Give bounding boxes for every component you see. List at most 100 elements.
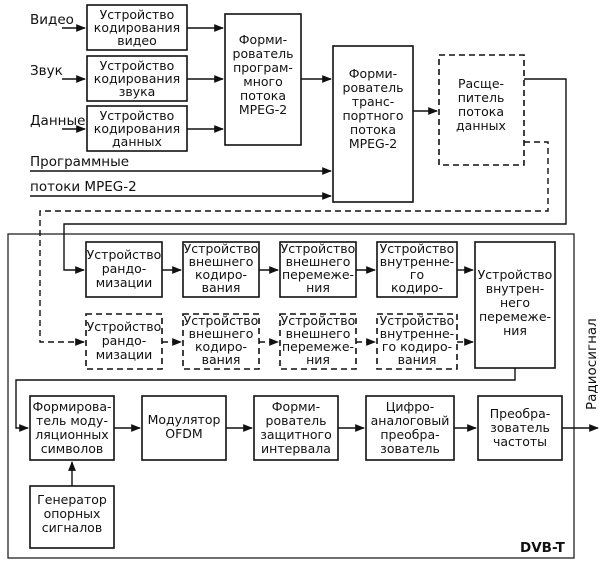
svg-text:внутренне-: внутренне- <box>380 326 454 341</box>
svg-text:вания: вания <box>398 352 437 367</box>
svg-text:аналоговый: аналоговый <box>371 413 450 428</box>
svg-text:рователь: рователь <box>233 46 294 61</box>
svg-text:звука: звука <box>119 84 156 99</box>
randomizer2-block: Устройство рандо- мизации <box>85 313 163 370</box>
svg-text:портного: портного <box>342 108 403 123</box>
svg-text:вания: вания <box>202 280 241 295</box>
svg-text:Преобра-: Преобра- <box>490 406 551 421</box>
svg-text:кодирования: кодирования <box>94 20 180 35</box>
outer-interleaver-block: Устройство внешнего перемеже- ния <box>279 241 357 298</box>
output-label-radiosignal: Радиосигнал <box>584 318 600 410</box>
input-label-video: Видео <box>30 12 74 28</box>
stream-splitter-block: Расще- питель потока данных <box>438 54 525 166</box>
svg-text:Формирова-: Формирова- <box>32 399 111 414</box>
svg-text:Устройство: Устройство <box>281 241 356 256</box>
randomizer-block: Устройство рандо- мизации <box>85 241 163 298</box>
svg-text:Форми-: Форми- <box>349 66 397 81</box>
svg-text:MPEG-2: MPEG-2 <box>349 136 397 151</box>
svg-text:данных: данных <box>112 134 162 149</box>
svg-text:мизации: мизации <box>96 347 153 362</box>
svg-text:перемеже-: перемеже- <box>479 309 551 324</box>
symbol-former-block: Формирова- тель моду- ляционных символов <box>29 395 115 461</box>
svg-text:Форми-: Форми- <box>272 399 320 414</box>
svg-text:Устройство: Устройство <box>100 108 175 123</box>
svg-text:зователь: зователь <box>380 441 440 456</box>
svg-text:рователь: рователь <box>266 413 327 428</box>
svg-text:защитного: защитного <box>260 427 332 442</box>
svg-text:кодиро-: кодиро- <box>391 280 443 295</box>
svg-text:питель: питель <box>458 90 505 105</box>
svg-text:Генератор: Генератор <box>37 492 107 507</box>
input-label-programs-2: потоки MPEG-2 <box>30 179 137 195</box>
svg-text:Устройство: Устройство <box>281 313 356 328</box>
svg-text:програм-: програм- <box>233 60 293 75</box>
svg-text:потока: потока <box>350 122 396 137</box>
svg-text:частоты: частоты <box>493 434 547 449</box>
svg-text:внешнего: внешнего <box>189 254 254 269</box>
line-interleaver-to-symbolformer <box>15 368 516 432</box>
inner-coder2-block: Устройство внутренне- го кодиро- вания <box>376 313 458 370</box>
line-splitter-to-randomizer2 <box>39 141 549 346</box>
svg-text:зователь: зователь <box>490 420 550 435</box>
svg-text:перемеже-: перемеже- <box>282 267 354 282</box>
video-coder-block: Устройство кодирования видео <box>86 4 188 51</box>
input-label-programs-1: Программные <box>30 154 129 170</box>
svg-text:рователь: рователь <box>343 80 404 95</box>
svg-text:Форми-: Форми- <box>239 32 287 47</box>
svg-text:внешнего: внешнего <box>286 254 351 269</box>
svg-text:Устройство: Устройство <box>100 7 175 22</box>
svg-text:Устройство: Устройство <box>87 247 162 262</box>
frequency-converter-block: Преобра- зователь частоты <box>477 395 563 461</box>
svg-text:внутрен-: внутрен- <box>486 281 545 296</box>
reference-generator-block: Генератор опорных сигналов <box>29 485 115 549</box>
svg-text:Устройство: Устройство <box>100 58 175 73</box>
input-label-sound: Звук <box>30 63 63 79</box>
outer-coder-block: Устройство внешнего кодиро- вания <box>182 241 260 298</box>
svg-text:Модулятор: Модулятор <box>148 412 221 427</box>
svg-text:Устройство: Устройство <box>184 313 259 328</box>
svg-text:ляционных: ляционных <box>35 427 108 442</box>
svg-text:внешнего: внешнего <box>286 326 351 341</box>
svg-text:потока: потока <box>240 88 286 103</box>
program-stream-former-block: Форми- рователь програм- много потока MP… <box>224 13 302 146</box>
svg-text:внутренне-: внутренне- <box>380 254 454 269</box>
sound-coder-block: Устройство кодирования звука <box>86 55 188 102</box>
svg-text:кодиро-: кодиро- <box>195 339 247 354</box>
svg-text:рандо-: рандо- <box>102 261 147 276</box>
svg-text:опорных: опорных <box>44 506 101 521</box>
dvbt-frame <box>7 233 575 559</box>
svg-text:Цифро-: Цифро- <box>386 399 435 414</box>
svg-text:Устройство: Устройство <box>478 267 553 282</box>
svg-text:тель моду-: тель моду- <box>36 413 108 428</box>
data-coder-block: Устройство кодирования данных <box>86 105 188 152</box>
svg-text:ния: ния <box>306 352 330 367</box>
svg-text:го кодиро-: го кодиро- <box>382 339 452 354</box>
svg-text:Устройство: Устройство <box>380 241 455 256</box>
svg-text:Устройство: Устройство <box>380 313 455 328</box>
svg-text:него: него <box>500 295 530 310</box>
outer-coder2-block: Устройство внешнего кодиро- вания <box>182 313 260 370</box>
svg-text:рандо-: рандо- <box>102 333 147 348</box>
transport-stream-former-block: Форми- рователь транс- портного потока M… <box>332 45 414 203</box>
svg-text:внешнего: внешнего <box>189 326 254 341</box>
svg-text:символов: символов <box>41 441 103 456</box>
inner-coder-block: Устройство внутренне- го кодиро- <box>376 241 458 298</box>
svg-text:потока: потока <box>458 104 504 119</box>
svg-text:сигналов: сигналов <box>42 520 102 535</box>
svg-text:ния: ния <box>306 280 330 295</box>
inner-interleaver-block: Устройство внутрен- него перемеже- ния <box>474 241 556 369</box>
svg-text:Устройство: Устройство <box>184 241 259 256</box>
svg-text:кодиро-: кодиро- <box>195 267 247 282</box>
svg-text:OFDM: OFDM <box>165 426 202 441</box>
input-label-data: Данные <box>30 113 85 129</box>
svg-text:Устройство: Устройство <box>87 319 162 334</box>
system-label-dvbt: DVB-T <box>520 540 566 556</box>
svg-text:много: много <box>243 74 282 89</box>
svg-text:данных: данных <box>456 118 506 133</box>
guard-interval-former-block: Форми- рователь защитного интервала <box>253 395 339 461</box>
ofdm-modulator-block: Модулятор OFDM <box>141 395 227 461</box>
svg-text:вания: вания <box>202 352 241 367</box>
svg-text:преобра-: преобра- <box>380 427 439 442</box>
svg-text:транс-: транс- <box>352 94 394 109</box>
